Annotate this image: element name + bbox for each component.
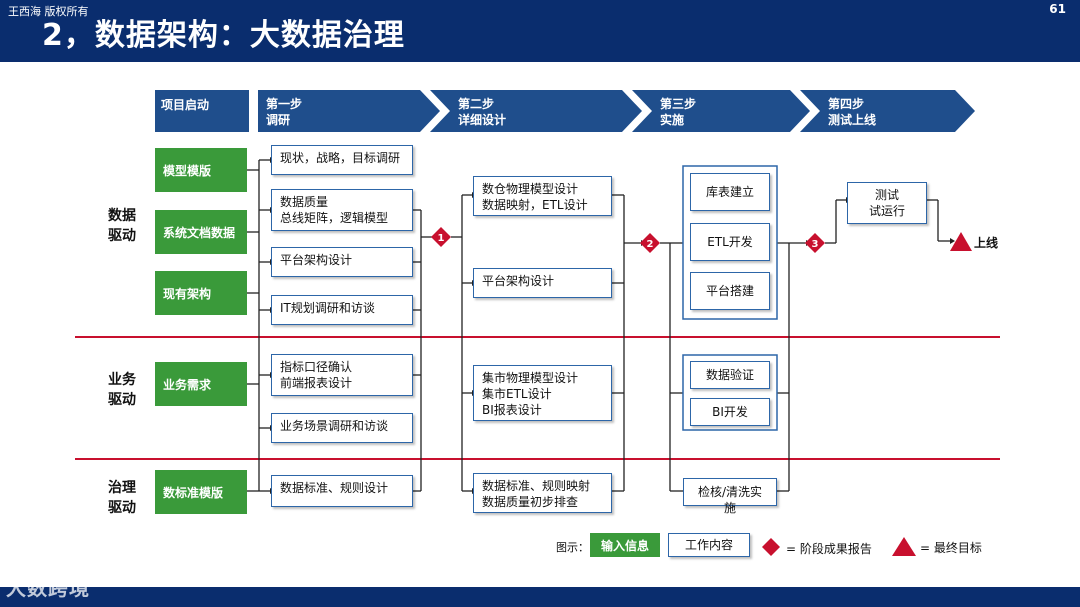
step1-task-survey: 现状，战略，目标调研 bbox=[271, 145, 413, 175]
step-1-label: 第一步 调研 bbox=[266, 97, 303, 127]
final-target-triangle bbox=[950, 232, 972, 251]
legend-diamond-label: = 阶段成果报告 bbox=[786, 542, 872, 556]
step3-task-create-tables: 库表建立 bbox=[690, 173, 770, 211]
legend-work-swatch: 工作内容 bbox=[668, 533, 750, 557]
step3-task-platform-build: 平台搭建 bbox=[690, 272, 770, 310]
milestone-label-2: 2 bbox=[647, 239, 654, 250]
row-label-data-driven: 数据驱动 bbox=[108, 208, 136, 244]
step3-task-bi-dev: BI开发 bbox=[690, 398, 770, 426]
page-number: 61 bbox=[1049, 2, 1066, 16]
input-system-docs: 系统文档数据 bbox=[155, 210, 247, 254]
step-chevron-4 bbox=[800, 90, 975, 132]
legend-diamond bbox=[762, 538, 780, 556]
step-2-label: 第二步 详细设计 bbox=[458, 97, 507, 127]
step-chevron-3 bbox=[632, 90, 810, 132]
step-3-label: 第三步 实施 bbox=[660, 97, 697, 127]
milestone-diamond-1 bbox=[431, 227, 451, 247]
input-model-template: 模型模版 bbox=[155, 148, 247, 192]
milestone-diamond-2 bbox=[640, 233, 660, 253]
step3-task-etl-dev: ETL开发 bbox=[690, 223, 770, 261]
step-chevron-2 bbox=[430, 90, 642, 132]
step1-task-data-quality: 数据质量总线矩阵，逻辑模型 bbox=[271, 189, 413, 231]
copyright-text: 王西海 版权所有 bbox=[8, 5, 89, 18]
step4-task-test-run: 测试试运行 bbox=[847, 182, 927, 224]
step-chevron-1 bbox=[258, 90, 440, 132]
legend-triangle-label: = 最终目标 bbox=[920, 541, 982, 555]
step2-task-dw-model: 数仓物理模型设计数据映射，ETL设计 bbox=[473, 176, 612, 216]
milestone-diamond-3 bbox=[805, 233, 825, 253]
step2-task-platform-design: 平台架构设计 bbox=[473, 268, 612, 298]
row-label-governance-driven: 治理驱动 bbox=[108, 480, 136, 516]
step1-task-metrics: 指标口径确认前端报表设计 bbox=[271, 354, 413, 396]
final-target-label: 上线 bbox=[974, 236, 999, 250]
milestone-label-1: 1 bbox=[438, 233, 445, 244]
project-start-header: 项目启动 bbox=[155, 90, 249, 132]
step3-task-cleansing: 检核/清洗实施 bbox=[683, 478, 777, 515]
row-label-business-driven: 业务驱动 bbox=[108, 372, 136, 408]
footer-bar bbox=[0, 587, 1080, 607]
step1-task-standards-design: 数据标准、规则设计 bbox=[271, 475, 413, 507]
step1-task-business-survey: 业务场景调研和访谈 bbox=[271, 413, 413, 443]
step1-task-platform-design: 平台架构设计 bbox=[271, 247, 413, 277]
legend-prefix: 图示： bbox=[556, 541, 589, 554]
input-business-requirements: 业务需求 bbox=[155, 362, 247, 406]
input-existing-architecture: 现有架构 bbox=[155, 271, 247, 315]
step3-task-data-validation: 数据验证 bbox=[690, 361, 770, 389]
legend-triangle bbox=[892, 537, 916, 556]
page-title: 2，数据架构：大数据治理 bbox=[42, 18, 405, 53]
title-bar bbox=[0, 0, 1080, 62]
legend-input-swatch: 输入信息 bbox=[590, 533, 660, 557]
milestone-label-3: 3 bbox=[812, 239, 819, 250]
step-4-label: 第四步 测试上线 bbox=[828, 97, 877, 127]
input-data-standard-template: 数标准模版 bbox=[155, 470, 247, 514]
watermark-logo: 大数跨境 bbox=[6, 576, 90, 600]
step2-task-standards-mapping: 数据标准、规则映射数据质量初步排查 bbox=[473, 473, 612, 513]
step1-task-it-planning: IT规划调研和访谈 bbox=[271, 295, 413, 325]
